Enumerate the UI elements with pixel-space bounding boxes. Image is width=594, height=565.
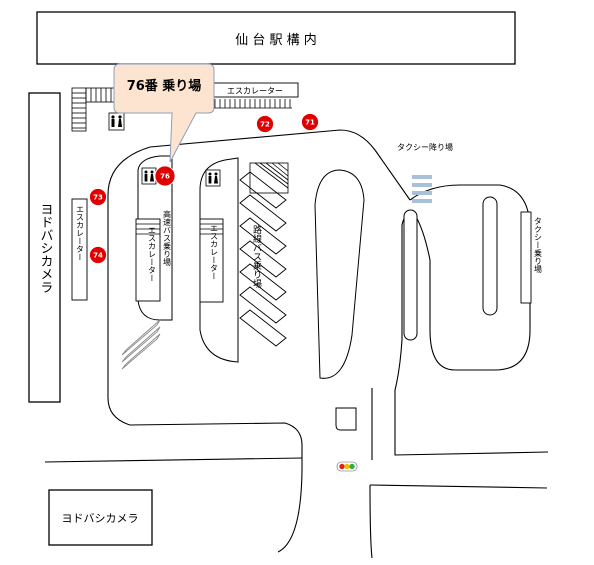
yodobashi-building-vertical: ヨドバシカメラ <box>28 92 61 403</box>
stop-marker-71[interactable]: 71 <box>301 113 319 131</box>
stop-number: 74 <box>93 252 103 260</box>
crosswalk-lower-left <box>121 319 161 370</box>
escalator-top: エスカレーター <box>209 82 299 109</box>
route-bus-bays <box>239 171 287 347</box>
small-building <box>335 407 357 431</box>
escalator-top-label: エスカレーター <box>227 87 283 96</box>
highway-bus-label: 高速バス乗り場 <box>163 209 172 267</box>
taxi-islands <box>403 196 498 341</box>
escalator-inner-b-label: エスカレーター <box>210 224 219 280</box>
taxi-board-label: タクシー乗り場 <box>534 217 543 274</box>
stop-marker-76[interactable]: 76 <box>154 165 176 187</box>
yodobashi-bottom-label: ヨドバシカメラ <box>62 512 139 525</box>
callout-label: 76番 乗り場 <box>127 78 202 94</box>
yodobashi-building-bottom: ヨドバシカメラ <box>48 489 153 546</box>
yodobashi-vertical-label: ヨドバシカメラ <box>38 203 54 294</box>
escalator-inner-a-label: エスカレーター <box>148 226 157 282</box>
station-label: 仙 台 駅 構 内 <box>235 32 317 48</box>
stairs-top-left <box>71 87 115 132</box>
taxi-crosswalk <box>412 175 432 203</box>
escalator-left-label: エスカレーター <box>76 205 85 261</box>
island-route-bus: エスカレーター <box>199 157 239 363</box>
island-center <box>314 169 365 379</box>
stop-number: 76 <box>160 173 170 181</box>
stop-number: 72 <box>260 121 270 129</box>
restroom-icon <box>141 167 157 185</box>
island-highway-bus: エスカレーター 高速バス乗り場 <box>135 155 173 321</box>
taxi-board-sign: タクシー乗り場 <box>520 211 543 304</box>
route-bus-label: 路線バス乗り場 <box>251 224 262 289</box>
restroom-icon <box>108 112 125 131</box>
callout-76: 76番 乗り場 <box>113 63 215 163</box>
traffic-light-icon <box>336 461 358 472</box>
stop-marker-73[interactable]: 73 <box>89 188 107 206</box>
stop-marker-72[interactable]: 72 <box>256 115 274 133</box>
taxi-drop-label: タクシー降り場 <box>397 142 453 152</box>
station-building: 仙 台 駅 構 内 <box>36 11 516 65</box>
escalator-left: エスカレーター <box>71 198 88 301</box>
stop-number: 71 <box>305 119 315 127</box>
stairs-route-bus <box>249 162 289 194</box>
stop-marker-74[interactable]: 74 <box>89 246 107 264</box>
stop-number: 73 <box>93 194 103 202</box>
restroom-icon <box>205 169 221 187</box>
